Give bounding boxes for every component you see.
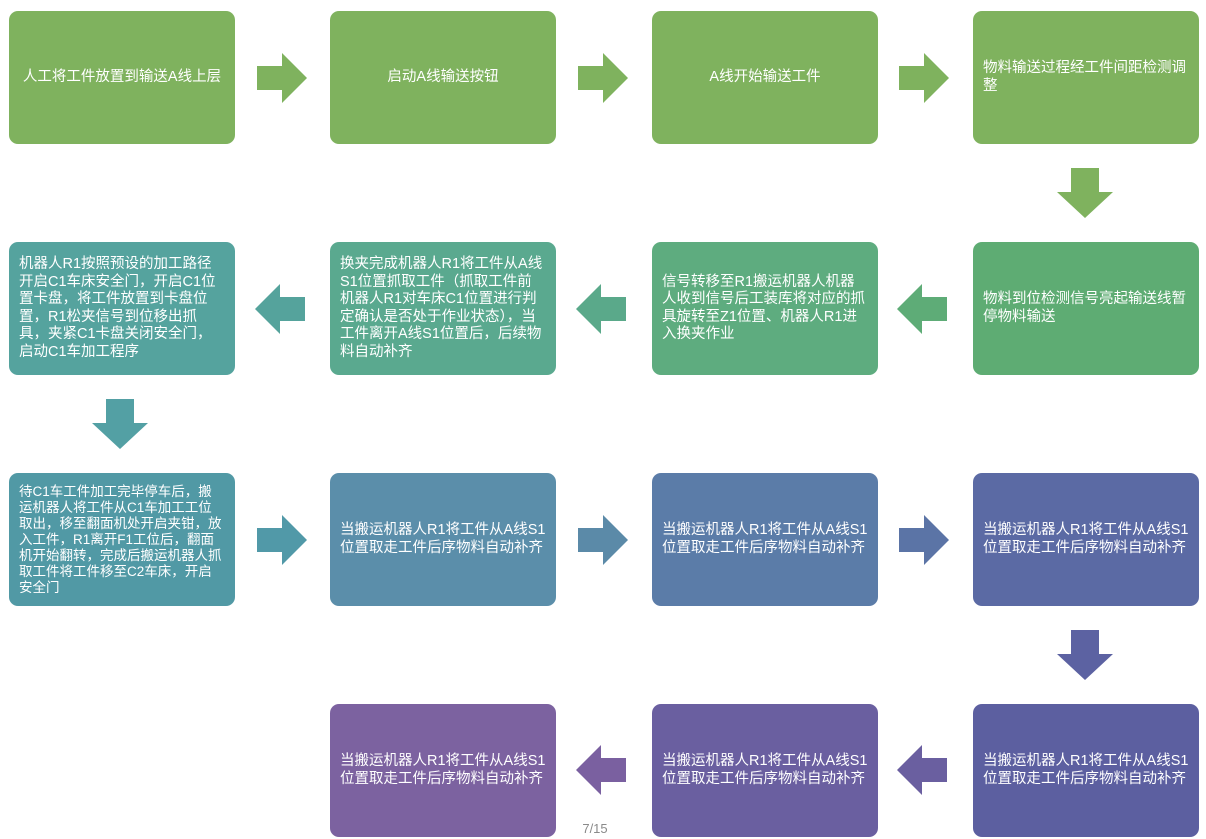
step-7-text: 换夹完成机器人R1将工件从A线S1位置抓取工件（抓取工件前机器人R1对车床C1位… — [340, 256, 543, 360]
step-10-text: 当搬运机器人R1将工件从A线S1位置取走工件后序物料自动补齐 — [340, 522, 546, 556]
page-number: 7/15 — [582, 821, 608, 836]
step-5-box: 物料到位检测信号亮起输送线暂停物料输送 — [973, 242, 1199, 375]
step-12-text: 当搬运机器人R1将工件从A线S1位置取走工件后序物料自动补齐 — [983, 522, 1189, 556]
step-6-box: 信号转移至R1搬运机器人机器人收到信号后工装库将对应的抓具旋转至Z1位置、机器人… — [652, 242, 878, 375]
step-11-box: 当搬运机器人R1将工件从A线S1位置取走工件后序物料自动补齐 — [652, 473, 878, 606]
step-6-text: 信号转移至R1搬运机器人机器人收到信号后工装库将对应的抓具旋转至Z1位置、机器人… — [662, 273, 865, 343]
step-4-text: 物料输送过程经工件间距检测调整 — [983, 60, 1186, 94]
arrow-right-icon — [578, 515, 628, 565]
step-3-box: A线开始输送工件 — [652, 11, 878, 144]
step-13-text: 当搬运机器人R1将工件从A线S1位置取走工件后序物料自动补齐 — [983, 753, 1189, 787]
arrow-left-icon — [897, 745, 947, 795]
step-3-text: A线开始输送工件 — [709, 68, 821, 85]
step-15-text: 当搬运机器人R1将工件从A线S1位置取走工件后序物料自动补齐 — [340, 753, 546, 787]
step-1-box: 人工将工件放置到输送A线上层 — [9, 11, 235, 144]
step-9-box: 待C1车工件加工完毕停车后，搬运机器人将工件从C1车加工工位取出，移至翻面机处开… — [9, 473, 235, 606]
step-8-box: 机器人R1按照预设的加工路径开启C1车床安全门，开启C1位置卡盘，将工件放置到卡… — [9, 242, 235, 375]
arrow-left-icon — [897, 284, 947, 334]
step-1-text: 人工将工件放置到输送A线上层 — [22, 68, 222, 85]
arrow-down-icon — [1057, 630, 1113, 680]
step-14-text: 当搬运机器人R1将工件从A线S1位置取走工件后序物料自动补齐 — [662, 753, 868, 787]
arrow-left-icon — [576, 284, 626, 334]
step-14-box: 当搬运机器人R1将工件从A线S1位置取走工件后序物料自动补齐 — [652, 704, 878, 837]
step-11-text: 当搬运机器人R1将工件从A线S1位置取走工件后序物料自动补齐 — [662, 522, 868, 556]
arrow-right-icon — [899, 515, 949, 565]
arrow-down-icon — [92, 399, 148, 449]
arrow-left-icon — [255, 284, 305, 334]
step-13-box: 当搬运机器人R1将工件从A线S1位置取走工件后序物料自动补齐 — [973, 704, 1199, 837]
arrow-left-icon — [576, 745, 626, 795]
step-15-box: 当搬运机器人R1将工件从A线S1位置取走工件后序物料自动补齐 — [330, 704, 556, 837]
step-2-box: 启动A线输送按钮 — [330, 11, 556, 144]
step-2-text: 启动A线输送按钮 — [387, 68, 499, 85]
arrow-right-icon — [257, 53, 307, 103]
arrow-right-icon — [899, 53, 949, 103]
step-4-box: 物料输送过程经工件间距检测调整 — [973, 11, 1199, 144]
step-5-text: 物料到位检测信号亮起输送线暂停物料输送 — [983, 291, 1186, 325]
arrow-right-icon — [578, 53, 628, 103]
step-7-box: 换夹完成机器人R1将工件从A线S1位置抓取工件（抓取工件前机器人R1对车床C1位… — [330, 242, 556, 375]
step-12-box: 当搬运机器人R1将工件从A线S1位置取走工件后序物料自动补齐 — [973, 473, 1199, 606]
step-9-text: 待C1车工件加工完毕停车后，搬运机器人将工件从C1车加工工位取出，移至翻面机处开… — [19, 483, 222, 595]
step-8-text: 机器人R1按照预设的加工路径开启C1车床安全门，开启C1位置卡盘，将工件放置到卡… — [19, 256, 216, 360]
arrow-right-icon — [257, 515, 307, 565]
step-10-box: 当搬运机器人R1将工件从A线S1位置取走工件后序物料自动补齐 — [330, 473, 556, 606]
arrow-down-icon — [1057, 168, 1113, 218]
